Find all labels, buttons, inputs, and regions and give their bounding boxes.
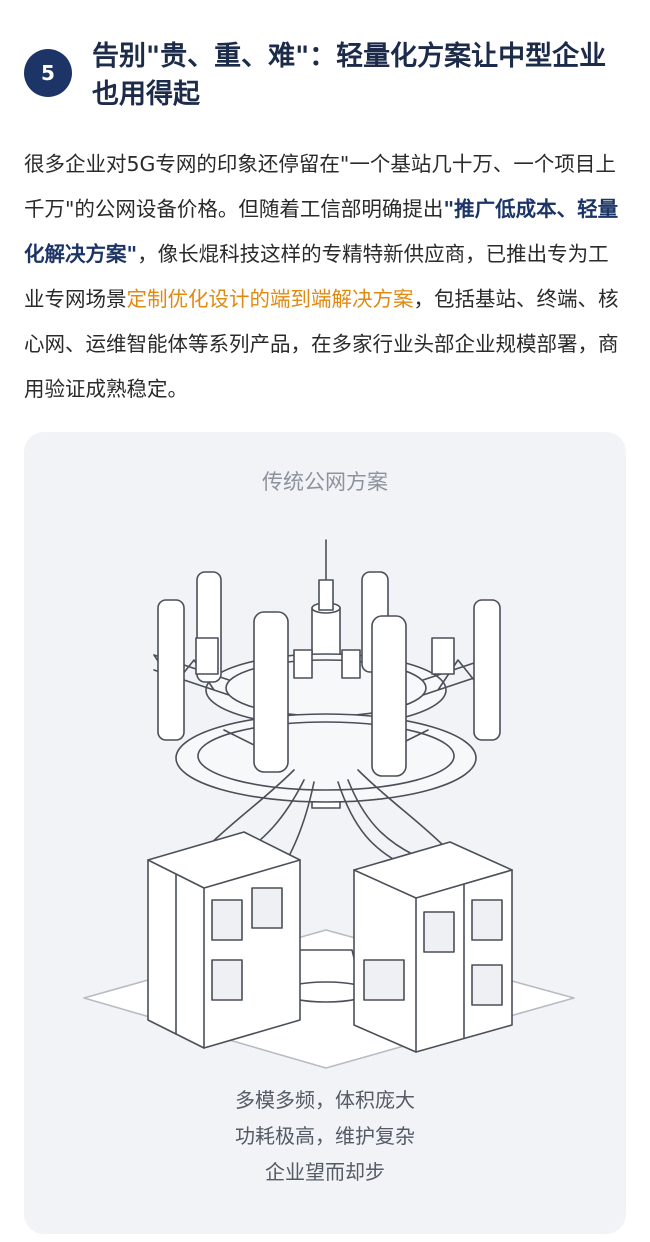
comparison-card — [24, 432, 626, 1234]
paragraph-text-2: ，像长焜科技这样的专精特新供应商，已推出专为工业专网场景 — [24, 242, 609, 311]
section-title: 告别"贵、重、难"：轻量化方案让中型企业也用得起 — [92, 41, 607, 110]
section-header: 5 告别"贵、重、难"：轻量化方案让中型企业也用得起 — [24, 38, 624, 114]
caption-line: 企业望而却步 — [265, 1160, 385, 1184]
body-paragraph: 很多企业对5G专网的印象还停留在"一个基站几十万、一个项目上千万"的公网设备价格… — [24, 142, 626, 412]
paragraph-text-3: ，包括基站、终端、核心网、运维智能体等系列产品，在多家行业头部企业规模部署，商用… — [24, 287, 619, 401]
card-caption: 多模多频，体积庞大 功耗极高，维护复杂 企业望而却步 — [0, 1082, 650, 1190]
caption-line: 功耗极高，维护复杂 — [235, 1124, 415, 1148]
card-title: 传统公网方案 — [262, 470, 388, 494]
paragraph-text-1: 很多企业对5G专网的印象还停留在"一个基站几十万、一个项目上千万"的公网设备价格… — [24, 152, 616, 221]
base-station-tower-illustration — [83, 539, 575, 1069]
caption-line: 多模多频，体积庞大 — [235, 1088, 415, 1112]
highlight-policy: "推广低成本、轻量化解决方案" — [24, 197, 619, 266]
section-number-badge: 5 — [24, 49, 72, 97]
highlight-solution: 定制优化设计的端到端解决方案 — [126, 287, 414, 311]
